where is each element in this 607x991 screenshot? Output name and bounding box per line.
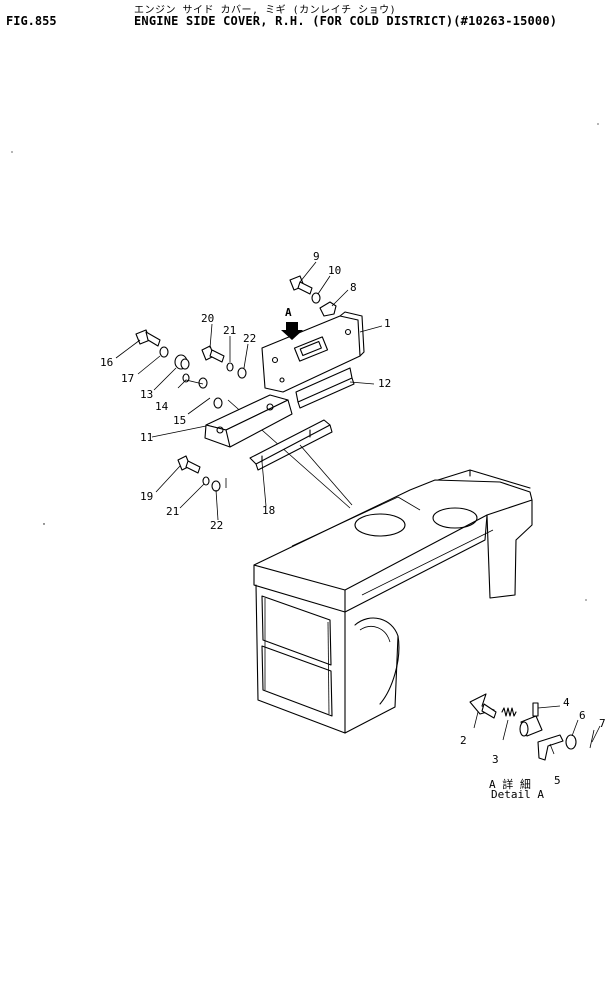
callout-2: 2 bbox=[460, 734, 467, 747]
detail-label-jp: A 詳 細 bbox=[489, 777, 531, 791]
callout-21-lower: 21 bbox=[166, 505, 179, 518]
callout-9: 9 bbox=[313, 250, 320, 263]
leader-lines bbox=[115, 261, 383, 521]
callout-5: 5 bbox=[554, 774, 561, 787]
callout-6: 6 bbox=[579, 709, 586, 722]
callout-22-lower: 22 bbox=[210, 519, 223, 532]
callout-21: 21 bbox=[223, 324, 236, 337]
callout-18: 18 bbox=[262, 504, 275, 517]
scan-specks bbox=[11, 123, 599, 601]
part-12-rail bbox=[295, 367, 355, 409]
detail-label-en: Detail A bbox=[491, 788, 544, 801]
callout-4: 4 bbox=[563, 696, 570, 709]
callout-10: 10 bbox=[328, 264, 341, 277]
title-japanese: エンジン サイド カバー, ミギ (カンレイチ ショウ) bbox=[134, 5, 397, 16]
title-english: ENGINE SIDE COVER, R.H. (FOR COLD DISTRI… bbox=[134, 14, 558, 28]
part-11-bracket bbox=[204, 394, 293, 448]
fasteners-left bbox=[135, 329, 247, 492]
callout-16: 16 bbox=[100, 356, 113, 369]
view-label: A bbox=[285, 306, 292, 319]
engine-hood bbox=[253, 469, 533, 734]
callout-19: 19 bbox=[140, 490, 153, 503]
callout-11: 11 bbox=[140, 431, 153, 444]
part-1-bracket-plate bbox=[261, 311, 365, 393]
callout-20: 20 bbox=[201, 312, 214, 325]
callout-1: 1 bbox=[384, 317, 391, 330]
callout-7: 7 bbox=[599, 717, 606, 730]
part-18-rail bbox=[249, 419, 333, 471]
callout-13: 13 bbox=[140, 388, 153, 401]
callout-3: 3 bbox=[492, 753, 499, 766]
callout-labels: 9 10 8 1 12 20 21 22 16 17 13 14 15 11 1… bbox=[100, 250, 606, 787]
callout-12: 12 bbox=[378, 377, 391, 390]
fasteners-top bbox=[289, 275, 337, 317]
detail-a: A 詳 細 Detail A bbox=[469, 693, 601, 801]
callout-15: 15 bbox=[173, 414, 186, 427]
callout-8: 8 bbox=[350, 281, 357, 294]
view-arrow-a: A bbox=[281, 306, 303, 340]
figure-number: FIG.855 bbox=[6, 14, 57, 28]
callout-14: 14 bbox=[155, 400, 169, 413]
callout-17: 17 bbox=[121, 372, 134, 385]
callout-22: 22 bbox=[243, 332, 256, 345]
